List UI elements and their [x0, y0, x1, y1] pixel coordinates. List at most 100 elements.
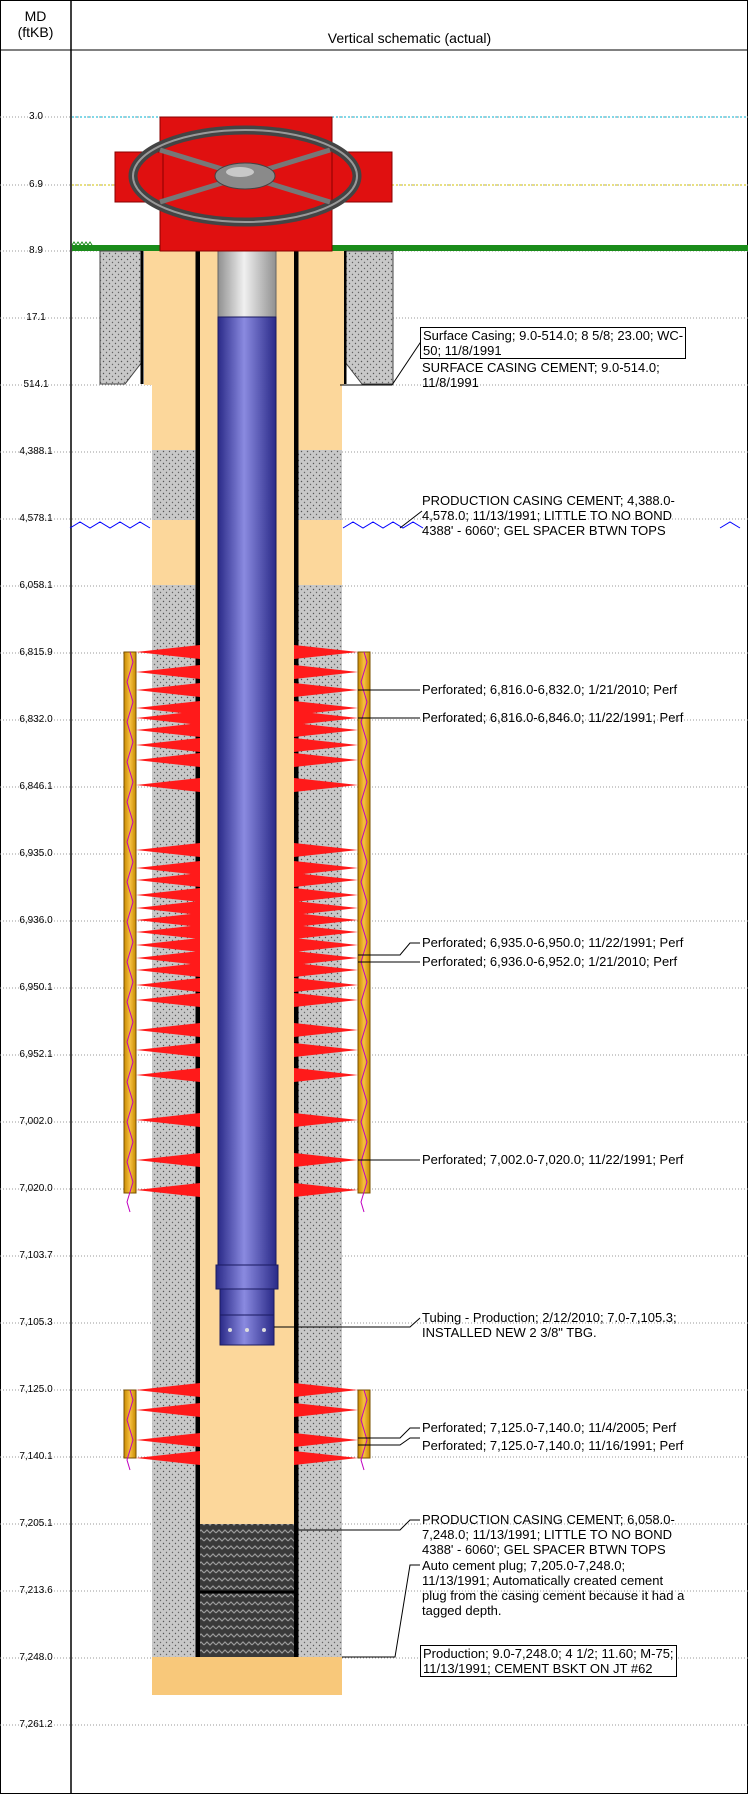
callout-prod-cement-lower: PRODUCTION CASING CEMENT; 6,058.0- 7,248… — [422, 1512, 675, 1557]
perforation-shot — [136, 951, 200, 965]
depth-label: 7,002.0 — [19, 1116, 53, 1127]
callout-perf-4: Perforated; 6,936.0-6,952.0; 1/21/2010; … — [422, 954, 678, 969]
schematic-title: Vertical schematic (actual) — [327, 30, 492, 46]
depth-label: 7,103.7 — [19, 1250, 53, 1261]
callout-line: 11/8/1991 — [422, 375, 479, 390]
perforation-shot — [136, 645, 200, 659]
perforation-shot — [136, 993, 200, 1007]
perforation-shot — [294, 951, 358, 965]
perforation-shot — [294, 1451, 358, 1465]
wellhead — [114, 116, 393, 252]
perforation-shot — [136, 711, 200, 725]
casing-bottom-shoe — [152, 1657, 342, 1695]
perforation-shot — [136, 1113, 200, 1127]
perforation-shot — [294, 738, 358, 752]
depth-label: 8.9 — [29, 245, 43, 256]
perforation-shot — [136, 1433, 200, 1447]
perforation-shot — [136, 1383, 200, 1397]
callout-line: Production; 9.0-7,248.0; 4 1/2; 11.60; M… — [423, 1646, 674, 1661]
md-unit: (ftKB) — [17, 24, 54, 40]
depth-label: 17.1 — [26, 312, 46, 323]
callout-line: 11/13/1991; CEMENT BSKT ON JT #62 — [423, 1661, 653, 1676]
perforation-shot — [136, 978, 200, 992]
perforation-shot — [136, 778, 200, 792]
perforation-shot — [294, 665, 358, 679]
depth-label: 7,213.6 — [19, 1585, 53, 1596]
callout-line: tagged depth. — [422, 1603, 502, 1618]
callout-line: plug from the casing cement because it h… — [422, 1588, 685, 1603]
callout-line: INSTALLED NEW 2 3/8" TBG. — [422, 1325, 597, 1340]
perforation-shot — [136, 938, 200, 952]
perforation-shot — [294, 901, 358, 915]
callout-line: Tubing - Production; 2/12/2010; 7.0-7,10… — [422, 1310, 677, 1325]
perforation-shot — [136, 1183, 200, 1197]
ground-grass — [71, 241, 93, 246]
perforation-shot — [294, 1403, 358, 1417]
callout-prod-cement-upper: PRODUCTION CASING CEMENT; 4,388.0- 4,578… — [422, 493, 675, 538]
depth-label: 514.1 — [23, 379, 49, 390]
perforation-shot — [136, 665, 200, 679]
depth-label: 6,952.1 — [19, 1049, 53, 1060]
callout-surface-cement: SURFACE CASING CEMENT; 9.0-514.0; 11/8/1… — [422, 360, 660, 390]
prod-cement-right-1 — [298, 450, 342, 520]
perforation-shot — [294, 1113, 358, 1127]
callout-production-casing: Production; 9.0-7,248.0; 4 1/2; 11.60; M… — [420, 1645, 677, 1677]
depth-label: 6,832.0 — [19, 714, 53, 725]
perforation-shot — [294, 683, 358, 697]
perforation-gun — [123, 1389, 137, 1459]
perforation-shot — [294, 913, 358, 927]
perforation-shot — [294, 873, 358, 887]
perforation-shot — [294, 978, 358, 992]
callout-perf-5: Perforated; 7,002.0-7,020.0; 11/22/1991;… — [422, 1152, 684, 1167]
perforation-shot — [136, 738, 200, 752]
callout-line: 11/13/1991; Automatically created cement — [422, 1573, 664, 1588]
perforation-shot — [294, 711, 358, 725]
tubing-pup — [219, 1288, 275, 1316]
perforation-shot — [136, 723, 200, 737]
perforation-shot — [136, 753, 200, 767]
callout-perf-3: Perforated; 6,935.0-6,950.0; 11/22/1991;… — [422, 935, 684, 950]
depth-label: 3.0 — [29, 111, 43, 122]
perforation-shots — [136, 645, 358, 1465]
perforation-shot — [294, 1068, 358, 1082]
perforation-shot — [294, 1433, 358, 1447]
perforation-shot — [136, 913, 200, 927]
ground-surface — [72, 245, 748, 251]
perforation-shot — [294, 843, 358, 857]
callout-line: 4388' - 6060'; GEL SPACER BTWN TOPS — [422, 523, 666, 538]
perforation-shot — [294, 925, 358, 939]
perforation-shot — [294, 778, 358, 792]
perforation-shot — [136, 1153, 200, 1167]
depth-label: 6,058.1 — [19, 580, 53, 591]
tubing-top-section — [217, 250, 277, 318]
depth-label: 7,248.0 — [19, 1652, 53, 1663]
perforation-shot — [294, 938, 358, 952]
perforation-guns — [123, 651, 371, 1471]
perforation-shot — [136, 901, 200, 915]
perforation-shot — [136, 843, 200, 857]
perforation-shot — [136, 861, 200, 875]
depth-label: 7,125.0 — [19, 1384, 53, 1395]
callout-perf-7: Perforated; 7,125.0-7,140.0; 11/16/1991;… — [422, 1438, 684, 1453]
perforation-shot — [136, 963, 200, 977]
perforation-shot — [294, 1183, 358, 1197]
tubing-production — [217, 316, 277, 1266]
perforation-gun — [357, 1389, 371, 1459]
callout-tubing: Tubing - Production; 2/12/2010; 7.0-7,10… — [422, 1310, 677, 1340]
depth-label: 7,261.2 — [19, 1719, 53, 1730]
depth-label: 6,935.0 — [19, 848, 53, 859]
perforation-shot — [136, 888, 200, 902]
perforation-shot — [136, 925, 200, 939]
depth-label: 6,846.1 — [19, 781, 53, 792]
callout-line: PRODUCTION CASING CEMENT; 6,058.0- — [422, 1512, 675, 1527]
depth-label: 6,936.0 — [19, 915, 53, 926]
perforation-shot — [136, 1043, 200, 1057]
perforation-shot — [136, 1403, 200, 1417]
md-title: MD — [24, 8, 47, 24]
callout-line: 7,248.0; 11/13/1991; LITTLE TO NO BOND — [422, 1527, 673, 1542]
perforation-shot — [294, 993, 358, 1007]
perforation-shot — [294, 963, 358, 977]
callout-perf-1: Perforated; 6,816.0-6,832.0; 1/21/2010; … — [422, 682, 678, 697]
callout-perf-6: Perforated; 7,125.0-7,140.0; 11/4/2005; … — [422, 1420, 677, 1435]
